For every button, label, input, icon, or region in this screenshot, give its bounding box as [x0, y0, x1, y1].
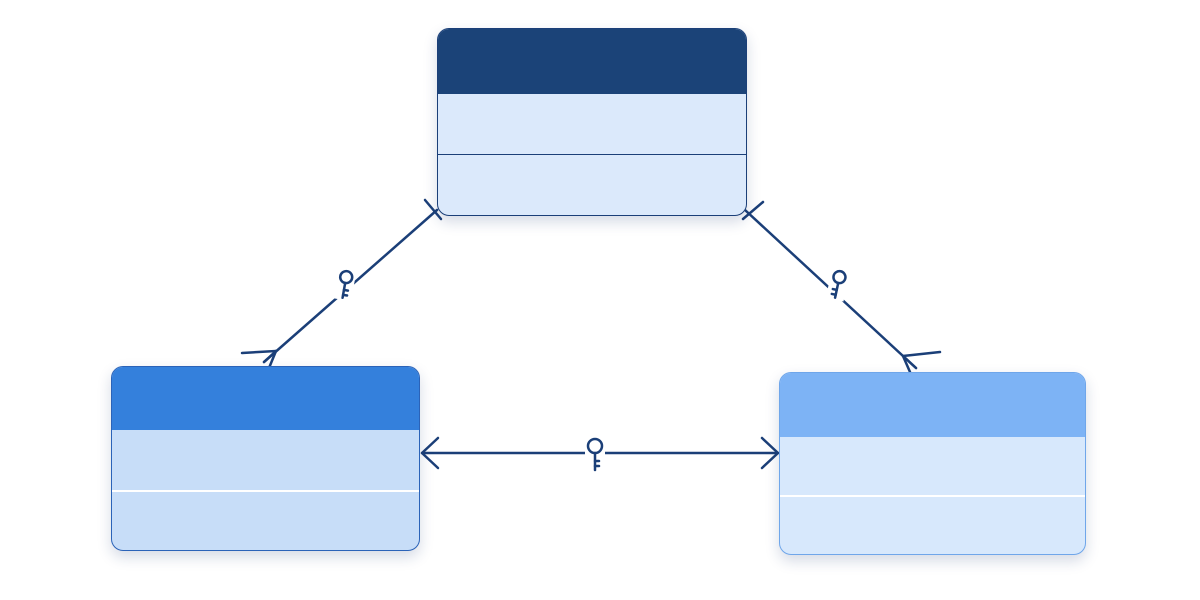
- entity-row: [112, 430, 419, 490]
- entity-header: [780, 373, 1085, 437]
- key-icon: [585, 437, 605, 472]
- entity-row: [112, 490, 419, 550]
- entity-row: [780, 495, 1085, 553]
- one-marker: [741, 200, 765, 221]
- entity-header: [438, 29, 746, 94]
- relationship-left-right[interactable]: [420, 436, 780, 472]
- entity-table-right[interactable]: [779, 372, 1086, 555]
- entity-header: [112, 367, 419, 430]
- entity-table-left[interactable]: [111, 366, 420, 551]
- entity-row: [780, 437, 1085, 495]
- arrowhead-right: [760, 436, 780, 470]
- relationship-top-left[interactable]: [240, 198, 443, 370]
- crowfoot-many-marker: [901, 350, 942, 374]
- key-icon: [825, 268, 850, 302]
- entity-row: [438, 154, 746, 214]
- entity-row: [438, 94, 746, 154]
- relationship-top-right[interactable]: [741, 200, 942, 374]
- entity-table-top[interactable]: [437, 28, 747, 216]
- key-icon: [333, 268, 357, 302]
- arrowhead-left: [420, 436, 440, 470]
- one-marker: [423, 198, 443, 221]
- crowfoot-many-marker: [240, 349, 278, 370]
